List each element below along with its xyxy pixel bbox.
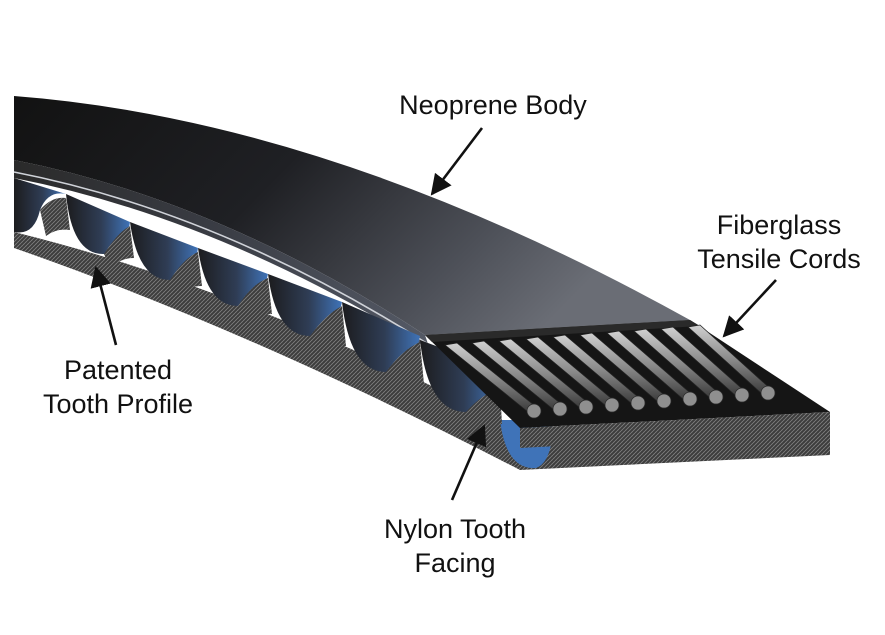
patented-arrow xyxy=(90,265,118,346)
nylon-facing-strip xyxy=(14,232,830,470)
patented-label-line2: Tooth Profile xyxy=(42,389,194,419)
fiberglass-label: Fiberglass Tensile Cords xyxy=(676,208,882,276)
fiberglass-label-line1: Fiberglass xyxy=(716,210,842,240)
fiberglass-label-line2: Tensile Cords xyxy=(697,244,861,274)
nylon-facing-label: Nylon Tooth Facing xyxy=(366,512,544,580)
neoprene-arrow xyxy=(430,127,484,196)
neoprene-body-top xyxy=(14,96,690,335)
cord-ends xyxy=(526,385,776,419)
nylon-label-line2: Facing xyxy=(414,548,496,578)
fiberglass-arrow xyxy=(722,279,777,338)
neoprene-body-label: Neoprene Body xyxy=(399,90,587,120)
nylon-arrow xyxy=(450,424,487,501)
neoprene-body-side xyxy=(14,160,430,350)
patented-label-line1: Patented xyxy=(63,355,173,385)
patented-tooth-label: Patented Tooth Profile xyxy=(22,353,214,421)
leader-arrows xyxy=(90,127,777,501)
nylon-label-line1: Nylon Tooth xyxy=(383,514,527,544)
fiberglass-cords xyxy=(444,324,775,413)
